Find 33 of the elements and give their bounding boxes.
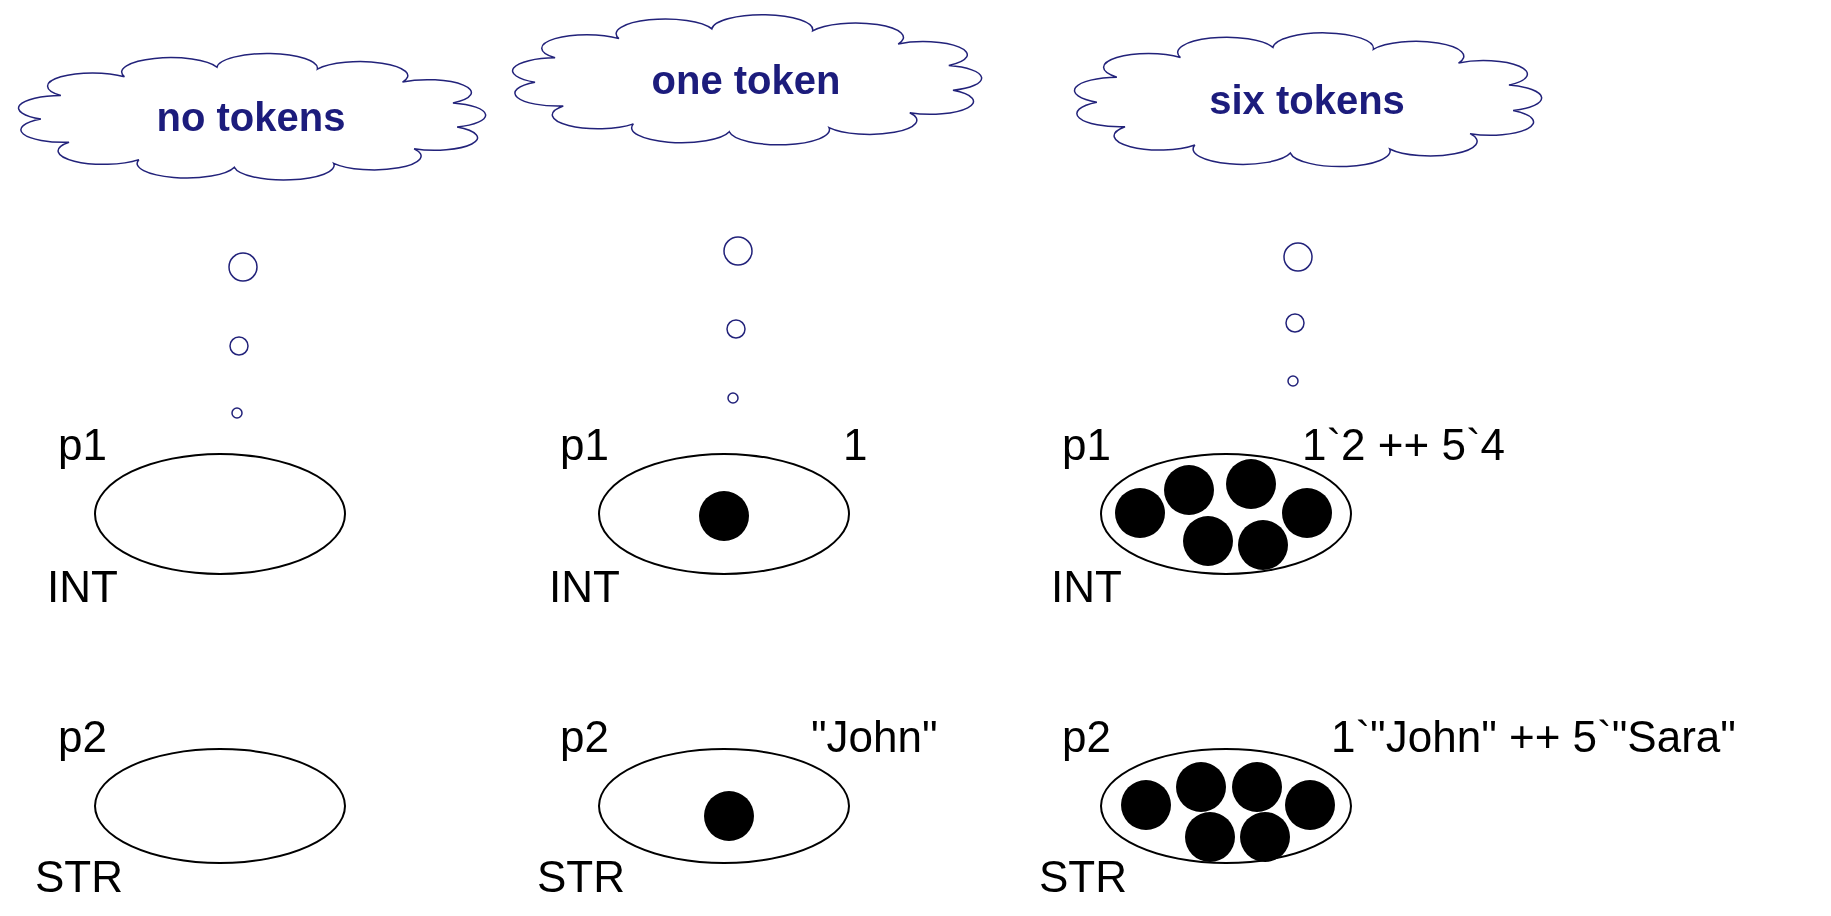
token-dot (1238, 520, 1288, 570)
place-type: INT (549, 565, 620, 609)
token-dot (1183, 516, 1233, 566)
token-dot (1232, 762, 1282, 812)
place-name: p2 (560, 715, 609, 759)
token-dot (1240, 812, 1290, 862)
place-name: p1 (58, 423, 107, 467)
place-type: STR (1039, 855, 1127, 899)
place-marking: 1`"John" ++ 5`"Sara" (1331, 715, 1736, 759)
cloud-label: six tokens (1209, 77, 1405, 123)
place-type: INT (1051, 565, 1122, 609)
token-dot (1121, 780, 1171, 830)
token-dot (1282, 488, 1332, 538)
place-type: STR (35, 855, 123, 899)
place-marking: 1 (843, 423, 868, 467)
place-name: p1 (560, 423, 609, 467)
place-type: INT (47, 565, 118, 609)
token-dot (1285, 780, 1335, 830)
cloud-label: one token (651, 57, 841, 103)
cloud-label: no tokens (156, 94, 346, 140)
token-dot (1164, 465, 1214, 515)
token-dot (1115, 488, 1165, 538)
place-name: p2 (58, 715, 107, 759)
place-marking: "John" (811, 715, 938, 759)
token-dot (1176, 762, 1226, 812)
token-dot (1226, 459, 1276, 509)
token-dot (1185, 812, 1235, 862)
place-marking: 1`2 ++ 5`4 (1302, 423, 1506, 467)
place-name: p1 (1062, 423, 1111, 467)
token-dot (699, 491, 749, 541)
token-dot (704, 791, 754, 841)
place-name: p2 (1062, 715, 1111, 759)
place-type: STR (537, 855, 625, 899)
